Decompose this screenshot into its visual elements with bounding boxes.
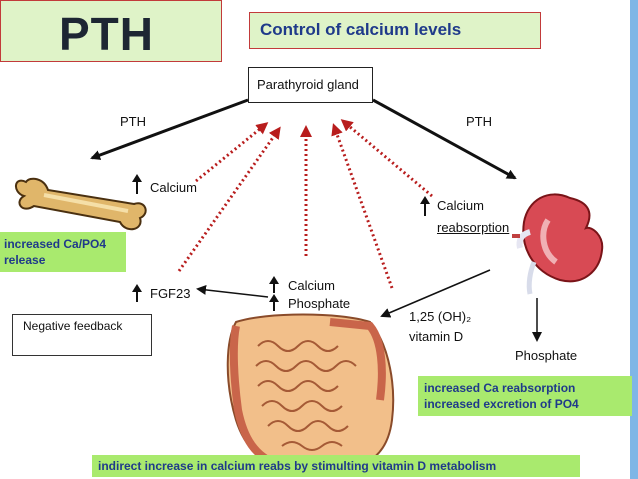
gland-label: Parathyroid gland [257, 77, 359, 92]
up-arrow-icon [132, 284, 142, 302]
pth-right-label: PTH [466, 114, 492, 129]
up-arrow-icon [420, 196, 430, 216]
gut-phosphate-label: Phosphate [288, 296, 351, 311]
calcium-reabsorption-label-1: Calcium [437, 198, 484, 213]
up-arrow-icon [269, 294, 279, 311]
kidney-image [512, 193, 604, 295]
kidney-note-line-2: increased excretion of PO4 [424, 397, 579, 411]
kidney-note: increased Ca reabsorption increased excr… [418, 376, 632, 416]
vitamin-d-label-1: 1,25 (OH)₂ [409, 309, 472, 324]
vitamin-d-label-2: vitamin D [409, 329, 464, 344]
pth-to-kidney-arrow [372, 98, 517, 180]
bone-note: increased Ca/PO4 release [0, 232, 126, 272]
intestine-image [226, 313, 395, 469]
bone-image [15, 177, 147, 231]
bone-note-line-2: release [4, 253, 46, 267]
feedback-arrow-fgf23 [177, 126, 281, 272]
page-title: PTH [59, 8, 154, 60]
pth-to-bone-arrow [90, 98, 249, 160]
kidney-phosphate-label: Phosphate [515, 348, 578, 363]
pth-left-label: PTH [120, 114, 146, 129]
bone-note-line-1: increased Ca/PO4 [4, 237, 107, 251]
bottom-note: indirect increase in calcium reabs by st… [92, 455, 580, 477]
gut-calcium-label: Calcium [288, 278, 335, 293]
bone-calcium-label: Calcium [150, 180, 197, 195]
subtitle-box: Control of calcium levels [249, 12, 541, 49]
legend-label: Negative feedback [23, 319, 123, 333]
parathyroid-gland-box: Parathyroid gland [248, 67, 373, 103]
legend: Negative feedback [12, 314, 152, 356]
up-arrow-icon [132, 174, 142, 194]
kidney-note-line-1: increased Ca reabsorption [424, 381, 576, 395]
kidney-to-vitd-arrow [380, 269, 491, 318]
bottom-note-text: indirect increase in calcium reabs by st… [98, 459, 497, 473]
up-arrow-icon [269, 276, 279, 293]
subtitle: Control of calcium levels [260, 20, 462, 39]
fgf23-label: FGF23 [150, 286, 191, 301]
slide-border [630, 0, 638, 479]
feedback-arrow-kidney [340, 119, 433, 198]
calcium-reabsorption-label-2: reabsorption [437, 220, 510, 235]
feedback-arrow-bone-calcium [195, 122, 269, 183]
title-box: PTH [0, 0, 222, 62]
feedback-arrow-vitd [331, 123, 394, 289]
gut-to-fgf23-arrow [196, 284, 269, 298]
